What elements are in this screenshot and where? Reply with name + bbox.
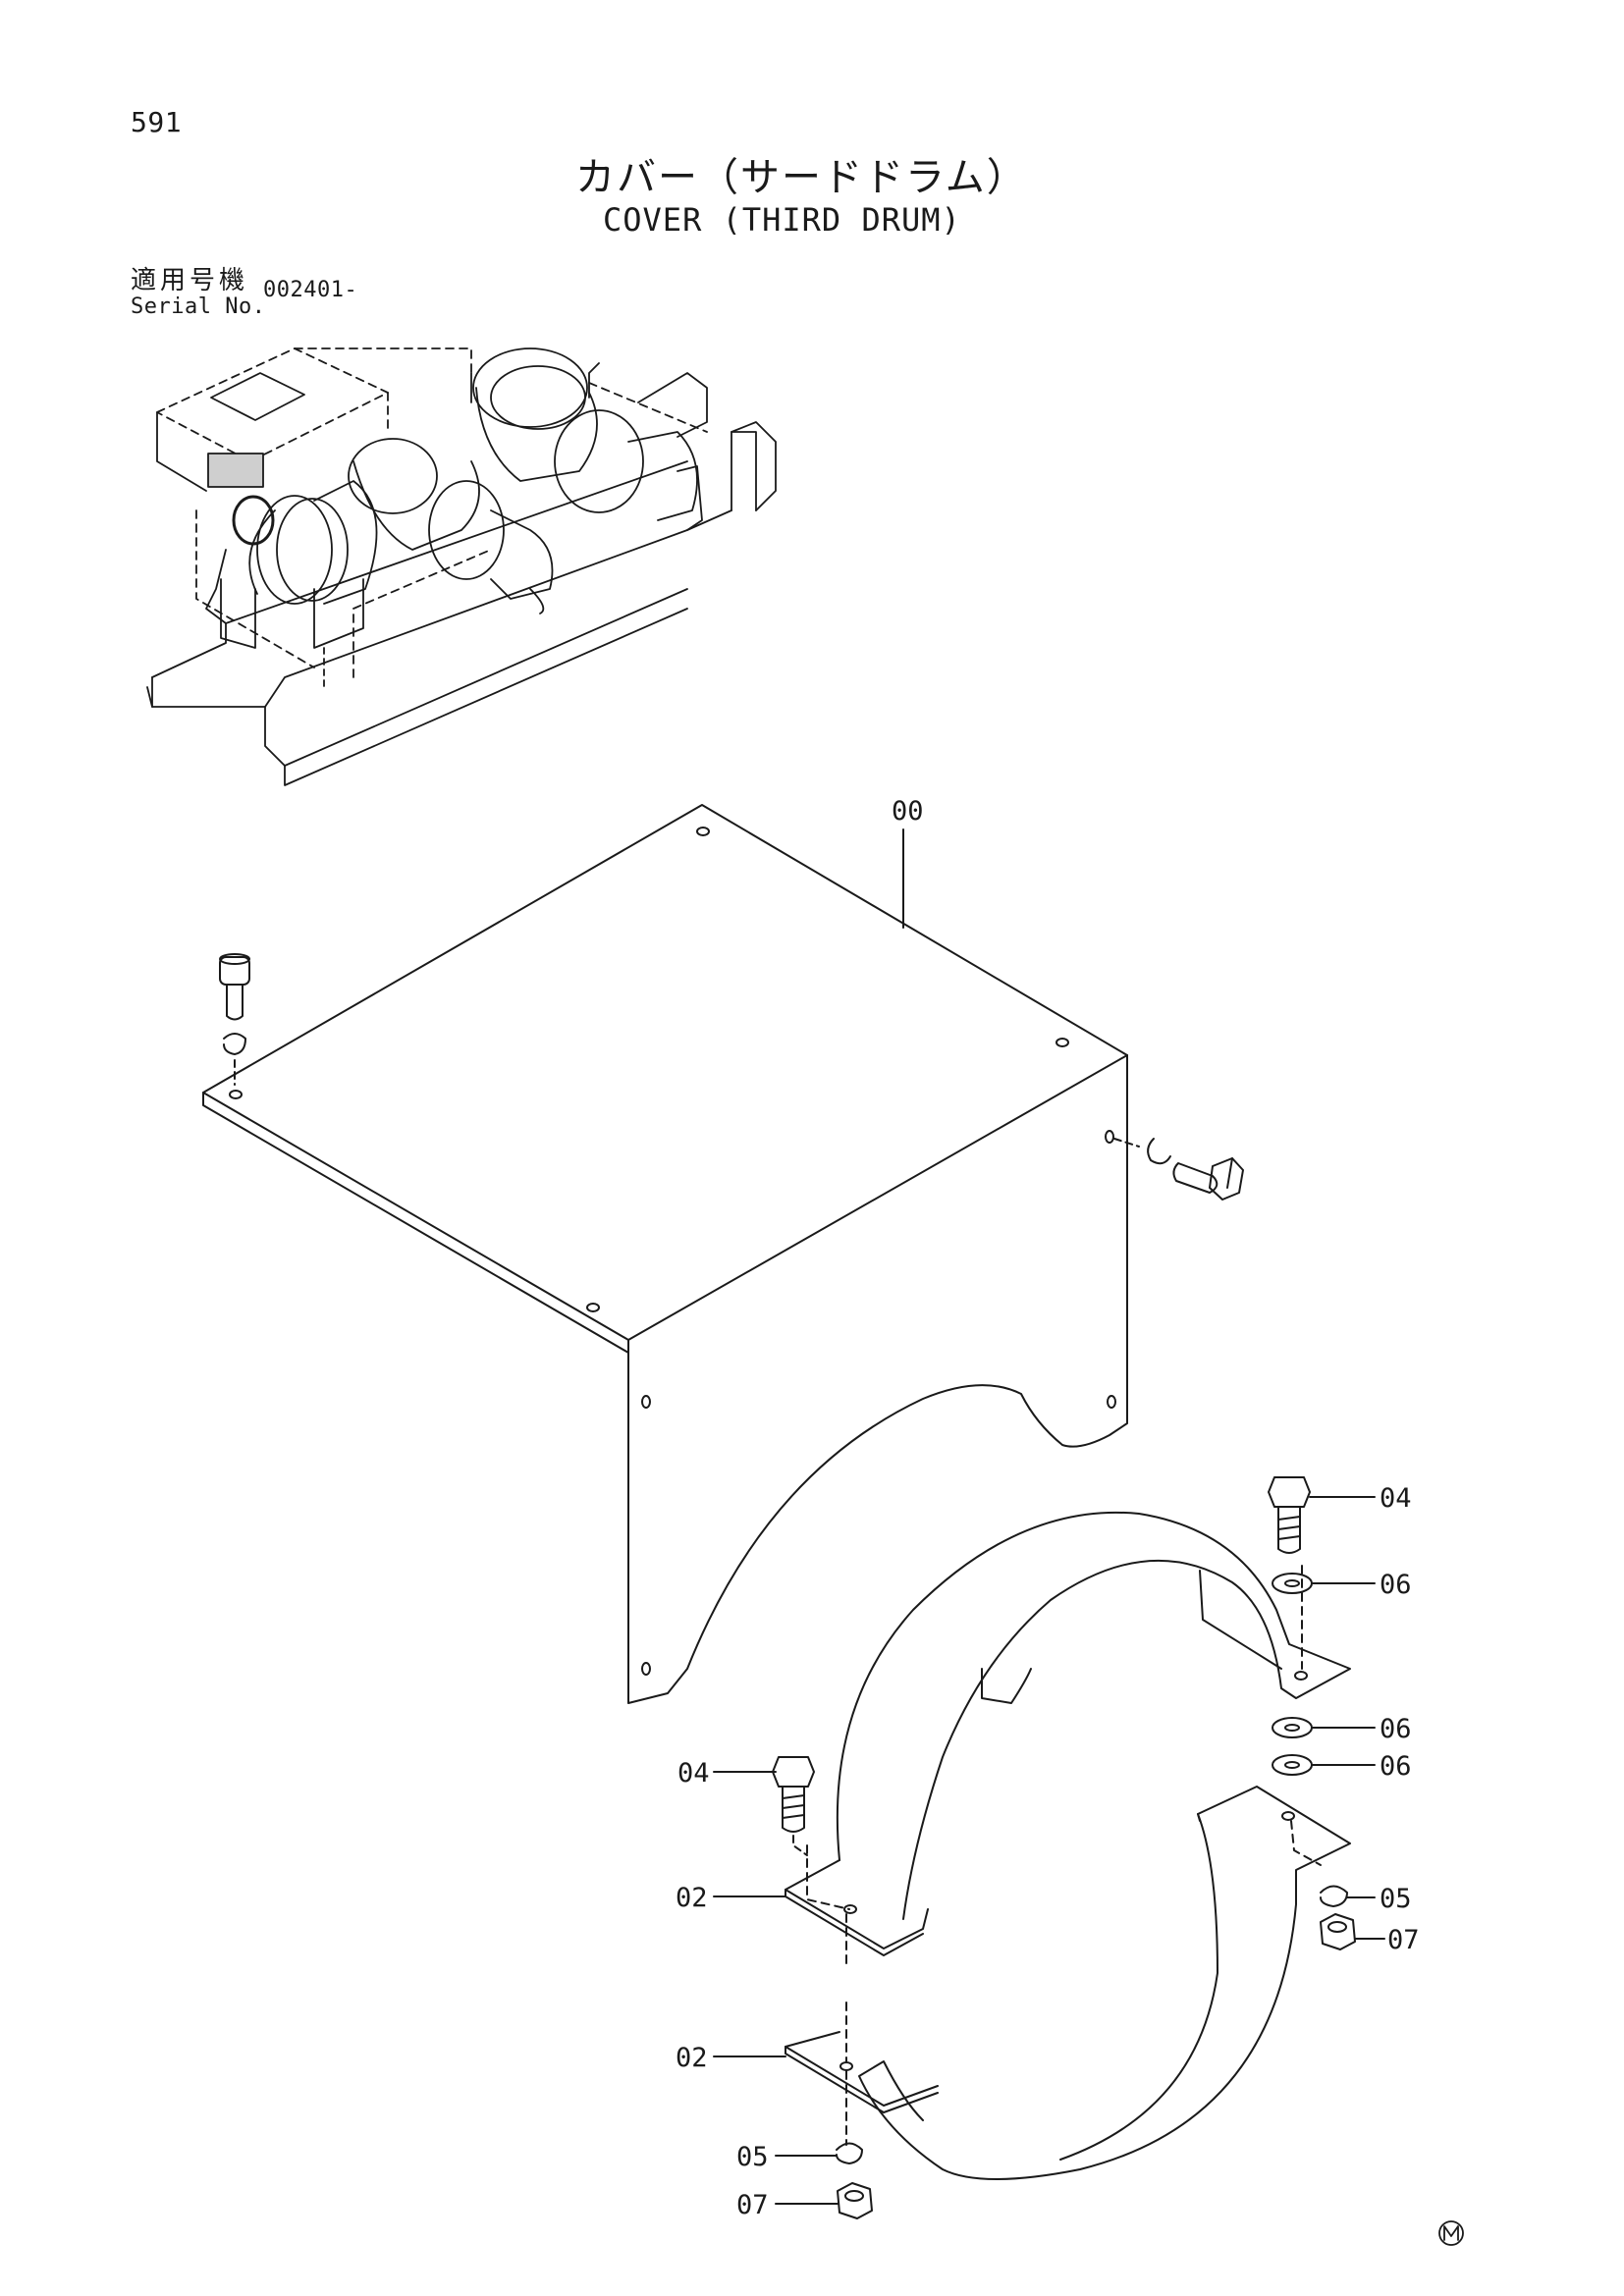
bolt-04-top xyxy=(1268,1476,1376,1554)
callout-04-left: 04 xyxy=(677,1758,710,1789)
serial-label-english: Serial No. xyxy=(131,294,266,319)
bolt-04-left xyxy=(713,1756,815,1856)
callout-06-c: 06 xyxy=(1380,1751,1412,1782)
bolt-side-right xyxy=(1113,1138,1244,1201)
page-title-english: COVER (THIRD DRUM) xyxy=(603,201,961,239)
callout-00: 00 xyxy=(892,796,924,827)
callout-06-a: 06 xyxy=(1380,1570,1412,1600)
callout-05-right: 05 xyxy=(1380,1884,1412,1914)
locator-sketch xyxy=(146,347,777,786)
spring-washer-05-right xyxy=(1320,1885,1376,1907)
serial-number-value: 002401- xyxy=(263,278,358,302)
callout-labels: 00 04 06 06 06 04 02 05 07 02 05 07 xyxy=(676,796,1420,2220)
callout-02-upper: 02 xyxy=(676,1883,708,1913)
callout-05-left: 05 xyxy=(736,2142,769,2172)
callout-leaders-02 xyxy=(713,1896,786,2057)
washer-06-a xyxy=(1272,1573,1376,1594)
washer-06-b xyxy=(1272,1717,1376,1738)
cover-part-00 xyxy=(202,804,1128,1704)
band-clamp xyxy=(785,1511,1351,2180)
nut-07-left xyxy=(775,2182,873,2219)
callout-07-right: 07 xyxy=(1387,1925,1420,1955)
callout-04-top: 04 xyxy=(1380,1483,1412,1514)
screw-top-left xyxy=(219,953,250,1086)
page-number: 591 xyxy=(131,106,183,138)
callout-07-left: 07 xyxy=(736,2190,769,2220)
spring-washer-05-left xyxy=(775,2142,863,2164)
circled-m-mark xyxy=(1438,2220,1464,2246)
callout-02-lower: 02 xyxy=(676,2043,708,2073)
washer-06-c xyxy=(1272,1754,1376,1776)
callout-06-b: 06 xyxy=(1380,1714,1412,1744)
page-title-japanese: カバー（サードドラム） xyxy=(575,155,1028,200)
serial-label-japanese: 適用号機 xyxy=(131,266,249,295)
nut-07-right xyxy=(1320,1913,1385,1950)
